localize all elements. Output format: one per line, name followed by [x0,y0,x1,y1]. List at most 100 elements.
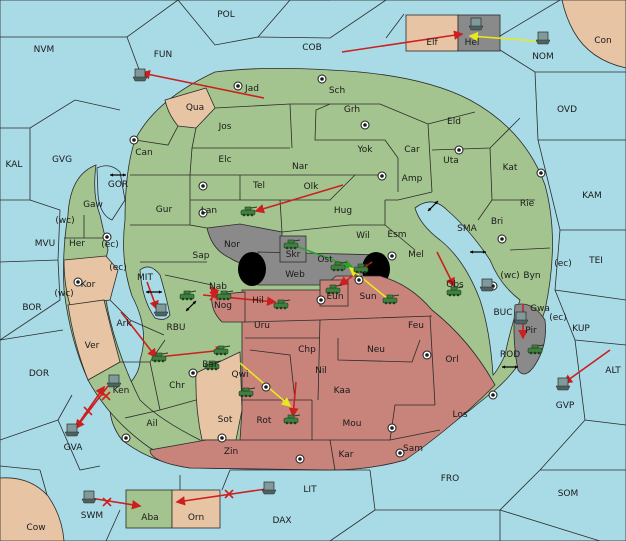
territory-label-elf: Elf [426,38,438,48]
double-arrow-icon [185,300,197,312]
order-arrow [436,251,455,288]
army-unit-icon[interactable] [527,344,545,355]
army-unit-icon[interactable] [353,263,371,274]
territory-label-kaa: Kaa [334,386,351,396]
supply-center-icon [454,145,464,155]
army-unit-icon[interactable] [179,290,197,301]
double-arrow-icon [146,290,162,294]
territory-label-zin: Zin [224,447,238,457]
army-unit-icon[interactable] [273,299,291,310]
internal-borders [64,103,551,471]
fleet-unit-icon[interactable] [153,303,169,317]
territory-label-alt: ALT [605,366,621,376]
army-unit-icon[interactable] [283,414,301,425]
army-unit-icon[interactable] [283,239,301,250]
supply-center-icon [233,81,243,91]
territory-label-wc: (wc) [55,216,74,226]
territory-label-buc: BUC [493,308,512,318]
territory-label-gwa: Gwa [530,304,550,314]
order-arrow [341,30,464,53]
fleet-unit-icon[interactable] [64,423,80,437]
territory-label-esm: Esm [387,230,406,240]
order-arrow [348,266,389,300]
fleet-unit-icon[interactable] [535,31,551,45]
supply-center-icon [316,295,326,305]
territory-label-ec: (ec) [549,313,567,323]
marks-layer [83,173,518,507]
territory-label-nar: Nar [292,162,308,172]
army-unit-icon[interactable] [216,290,234,301]
army-unit-icon[interactable] [382,294,400,305]
territory-label-kup: KUP [572,324,590,334]
land-sot [195,351,243,441]
army-unit-icon[interactable] [446,286,464,297]
territory-label-sam: Sam [403,444,423,454]
territory-label-hug: Hug [334,206,352,216]
territory-label-ec: (ec) [101,240,119,250]
territory-label-kal: KAL [6,160,23,170]
territory-label-gva: GVA [64,443,84,453]
supply-center-icon [129,135,139,145]
territory-label-elc: Elc [218,155,231,165]
supply-center-icon [188,368,198,378]
territory-label-ovd: OVD [557,105,577,115]
territory-label-can: Can [135,148,153,158]
supply-center-icon [422,350,432,360]
supply-center-icon [121,433,131,443]
territory-label-gvp: GVP [556,401,575,411]
double-arrow-icon [502,365,518,369]
territory-label-bor: BOR [22,303,41,313]
territory-label-mel: Mel [408,250,424,260]
order-arrow [288,381,299,418]
territory-label-tel: Tel [252,181,265,191]
bounce-x-icon [224,489,234,499]
bounce-x-icon [83,406,93,416]
fleet-unit-icon[interactable] [81,490,97,504]
supply-center-icon [395,448,405,458]
territory-label-jos: Jos [218,122,232,132]
territory-label-web: Web [285,270,305,280]
territory-label-fro: FRO [441,474,460,484]
army-unit-icon[interactable] [238,387,256,398]
army-unit-icon[interactable] [325,284,343,295]
fleet-unit-icon[interactable] [555,377,571,391]
fleet-unit-icon[interactable] [132,68,148,82]
order-arrow [140,69,265,99]
fleet-unit-icon[interactable] [468,17,484,31]
army-unit-icon[interactable] [330,261,348,272]
fleet-unit-icon[interactable] [479,278,495,292]
supply-center-icon [73,277,83,287]
land-con [561,0,626,69]
land-kor [63,255,119,306]
territory-label-uru: Uru [254,321,270,331]
supply-center-icon [217,433,227,443]
fleet-unit-icon[interactable] [513,311,529,325]
bounce-x-icon [102,497,112,507]
army-unit-icon[interactable] [204,360,222,371]
territory-label-mvu: MVU [35,239,56,249]
territory-label-yok: Yok [356,145,373,155]
territory-label-bar: Bar [202,360,218,370]
territory-label-cob: COB [302,43,322,53]
land-elf [405,14,459,52]
territory-label-skr: Skr [286,250,301,260]
territory-label-pol: POL [217,10,235,20]
territory-label-los: Los [452,410,467,420]
supply-center-icon [497,234,507,244]
fleet-unit-icon[interactable] [106,374,122,388]
territory-label-sun: Sun [359,292,376,302]
army-unit-icon[interactable] [213,345,231,356]
army-unit-icon[interactable] [151,352,169,363]
core-left-cap [238,252,266,286]
territory-label-tei: TEI [588,256,603,266]
army-unit-icon[interactable] [240,206,258,217]
territory-label-mit: MIT [137,273,153,283]
fleet-unit-icon[interactable] [261,481,277,495]
territory-label-dax: DAX [272,516,291,526]
order-arrow [562,349,611,384]
territory-label-eun: Eun [326,292,343,302]
territory-label-ec: (ec) [109,263,127,273]
supply-center-icon [488,390,498,400]
